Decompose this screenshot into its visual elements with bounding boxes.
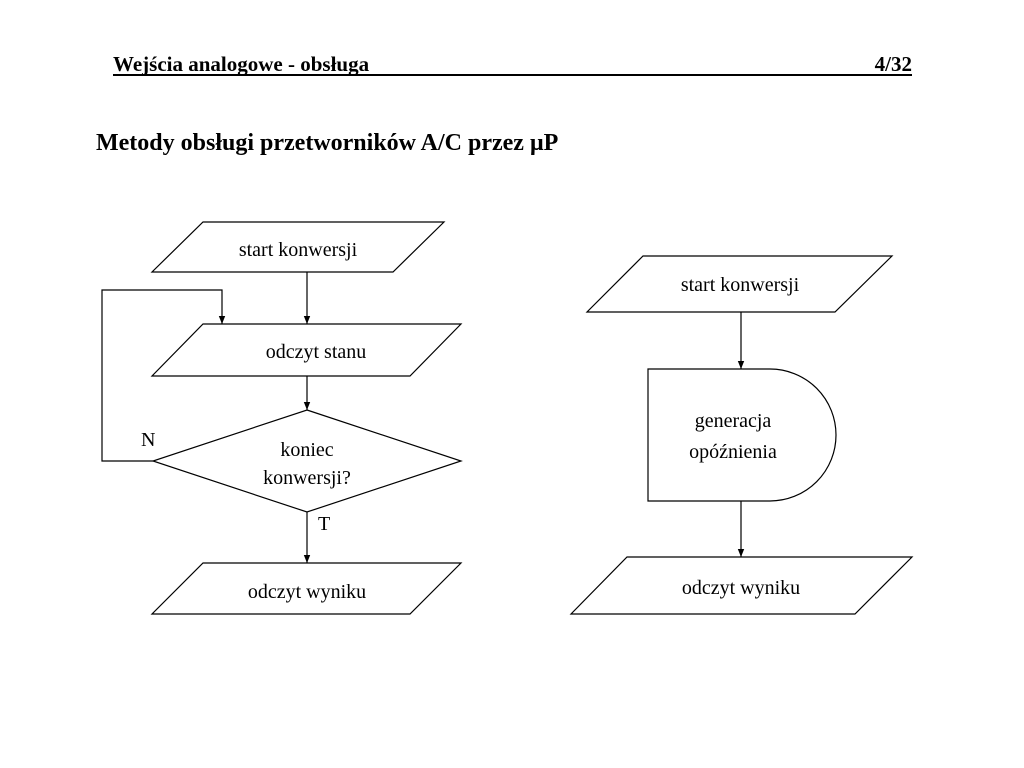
decision-label-line1: koniec [280,439,333,461]
flowchart-polling: start konwersji odczyt stanu koniec konw… [101,221,463,615]
delay-label-line2: opóźnienia [689,441,777,463]
left-start-label: start konwersji [239,239,358,261]
section-title: Metody obsługi przetworników A/C przez μ… [96,130,559,156]
left-read-status-node: odczyt stanu [150,323,463,377]
left-read-result-node: odczyt wyniku [150,562,463,615]
right-delay-node: generacja opóźnienia [647,368,837,502]
left-read-result-label: odczyt wyniku [248,581,366,603]
right-read-result-label: odczyt wyniku [682,577,800,599]
left-decision-node: koniec konwersji? [151,409,463,513]
label-yes: T [318,513,330,535]
right-start-node: start konwersji [585,255,894,313]
slide-header: Wejścia analogowe - obsługa 4/32 [113,52,912,76]
label-no: N [141,429,155,451]
flowchart-delay: start konwersji generacja opóźnienia odc… [569,255,914,615]
left-read-status-label: odczyt stanu [266,341,367,363]
slide-title: Wejścia analogowe - obsługa [113,52,370,76]
right-read-result-node: odczyt wyniku [569,556,914,615]
decision-label-line2: konwersji? [263,467,351,489]
right-start-label: start konwersji [681,274,800,296]
left-start-node: start konwersji [150,221,446,273]
page-number: 4/32 [874,52,912,76]
delay-label-line1: generacja [695,410,772,432]
left-loop-no [101,289,226,462]
